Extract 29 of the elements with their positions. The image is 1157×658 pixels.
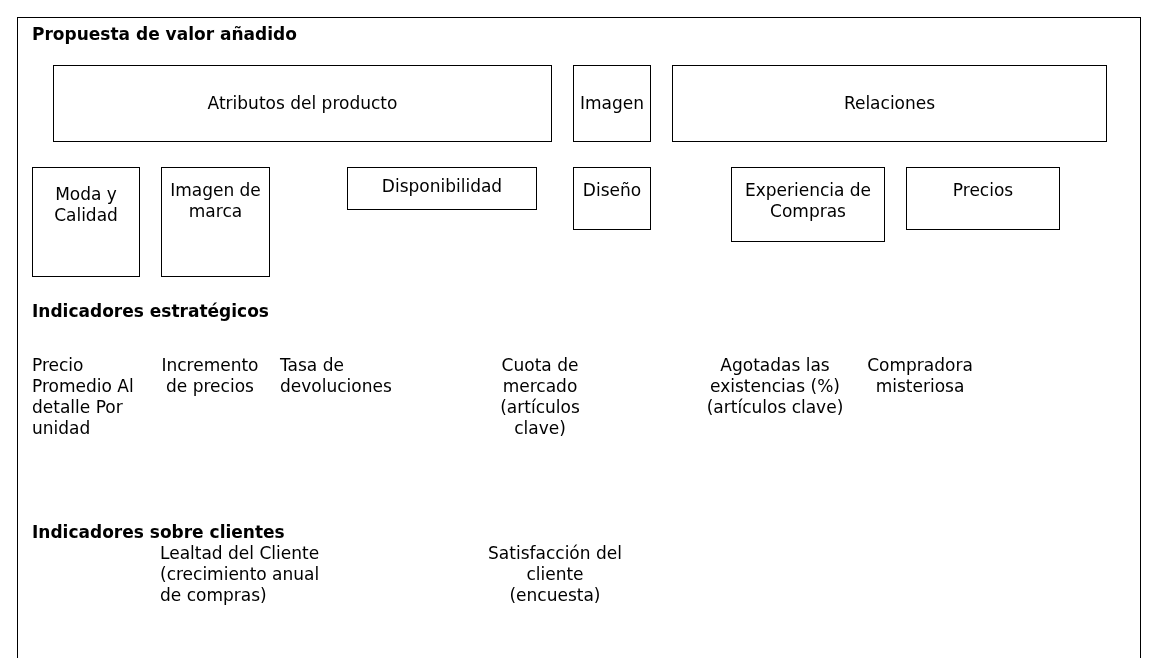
indicator-text: Precio Promedio Al detalle Por unidad: [32, 355, 135, 439]
text-box: [53, 65, 552, 142]
box-label: Imagen: [579, 93, 645, 114]
section-heading: Propuesta de valor añadido: [32, 24, 298, 45]
box-label: Diseño: [581, 180, 643, 201]
box-label: Relaciones: [842, 93, 937, 114]
box-label: Disponibilidad: [380, 176, 504, 197]
section-heading: Indicadores estratégicos: [32, 301, 270, 322]
text-box: [573, 167, 651, 230]
box-label: Imagen de marca: [169, 180, 262, 222]
indicator-text: Incremento de precios: [160, 355, 260, 397]
indicator-text: Lealtad del Cliente (crecimiento anual de compras): [160, 543, 321, 606]
box-label: Experiencia de Compras: [743, 180, 873, 222]
text-box: [672, 65, 1107, 142]
indicator-text: Compradora misteriosa: [866, 355, 974, 397]
text-box: [161, 167, 270, 277]
text-box: [32, 167, 140, 277]
box-label: Precios: [951, 180, 1015, 201]
text-box: [347, 167, 537, 210]
indicator-text: Tasa de devoluciones: [280, 355, 393, 397]
box-label: Moda y Calidad: [53, 184, 119, 226]
indicator-text: Agotadas las existencias (%) (artículos clave): [705, 355, 845, 418]
indicator-text: Satisfacción del cliente (encuesta): [487, 543, 623, 606]
indicator-text: Cuota de mercado (artículos clave): [499, 355, 581, 439]
text-box: [573, 65, 651, 142]
text-box: [906, 167, 1060, 230]
text-box: [731, 167, 885, 242]
box-label: Atributos del producto: [206, 93, 399, 114]
section-heading: Indicadores sobre clientes: [32, 522, 286, 543]
